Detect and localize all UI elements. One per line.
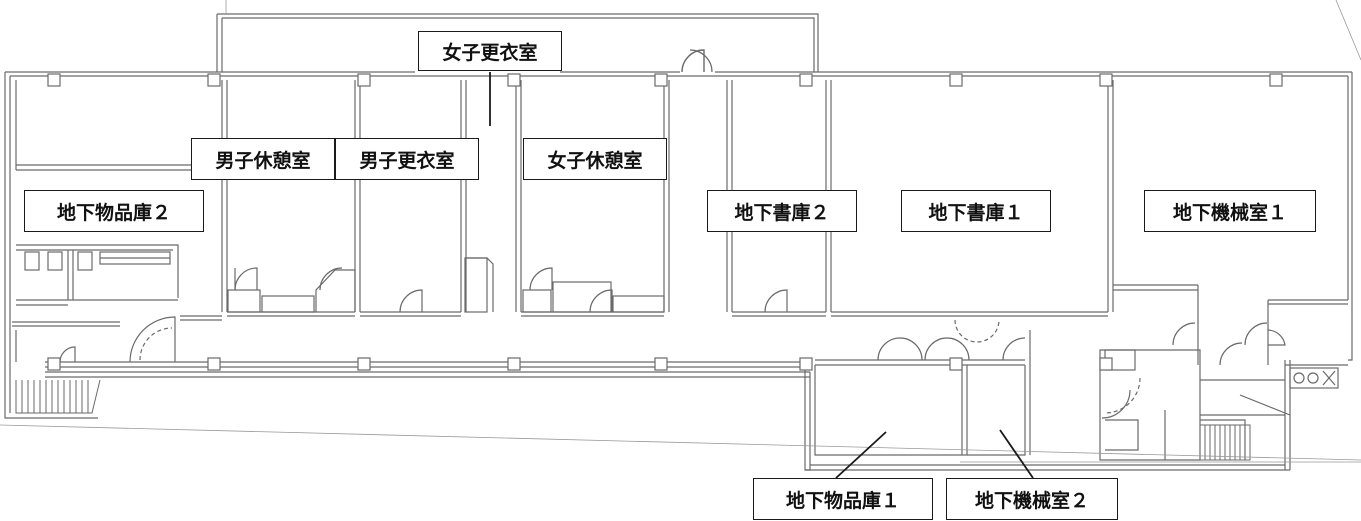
site-lines <box>0 0 1361 463</box>
room-label-mens-lounge: 男子休憩室 <box>191 138 335 180</box>
stairs <box>15 379 1251 461</box>
columns <box>47 73 1283 371</box>
interior-walls <box>15 80 1348 365</box>
room-label-machine-room-b1: 地下機械室１ <box>1144 190 1316 232</box>
room-label-library-b1: 地下書庫１ <box>901 190 1051 232</box>
room-label-machine-room-b2: 地下機械室２ <box>946 478 1118 520</box>
room-label-womens-lounge: 女子休憩室 <box>523 138 667 180</box>
lockers <box>227 257 1339 389</box>
leader-line-storage-b1 <box>835 431 887 479</box>
door-swings <box>59 49 1291 419</box>
room-label-storage-b2: 地下物品庫２ <box>24 190 204 232</box>
toilet-area <box>12 244 179 362</box>
corridor-walls <box>45 315 1348 471</box>
room-label-womens-changing: 女子更衣室 <box>418 31 562 71</box>
leader-line-machine-room-b2 <box>999 429 1034 479</box>
room-label-storage-b1: 地下物品庫１ <box>753 478 933 520</box>
room-label-mens-changing: 男子更衣室 <box>335 138 479 180</box>
outer-wall <box>4 13 1353 419</box>
room-label-library-b2: 地下書庫２ <box>707 190 857 232</box>
